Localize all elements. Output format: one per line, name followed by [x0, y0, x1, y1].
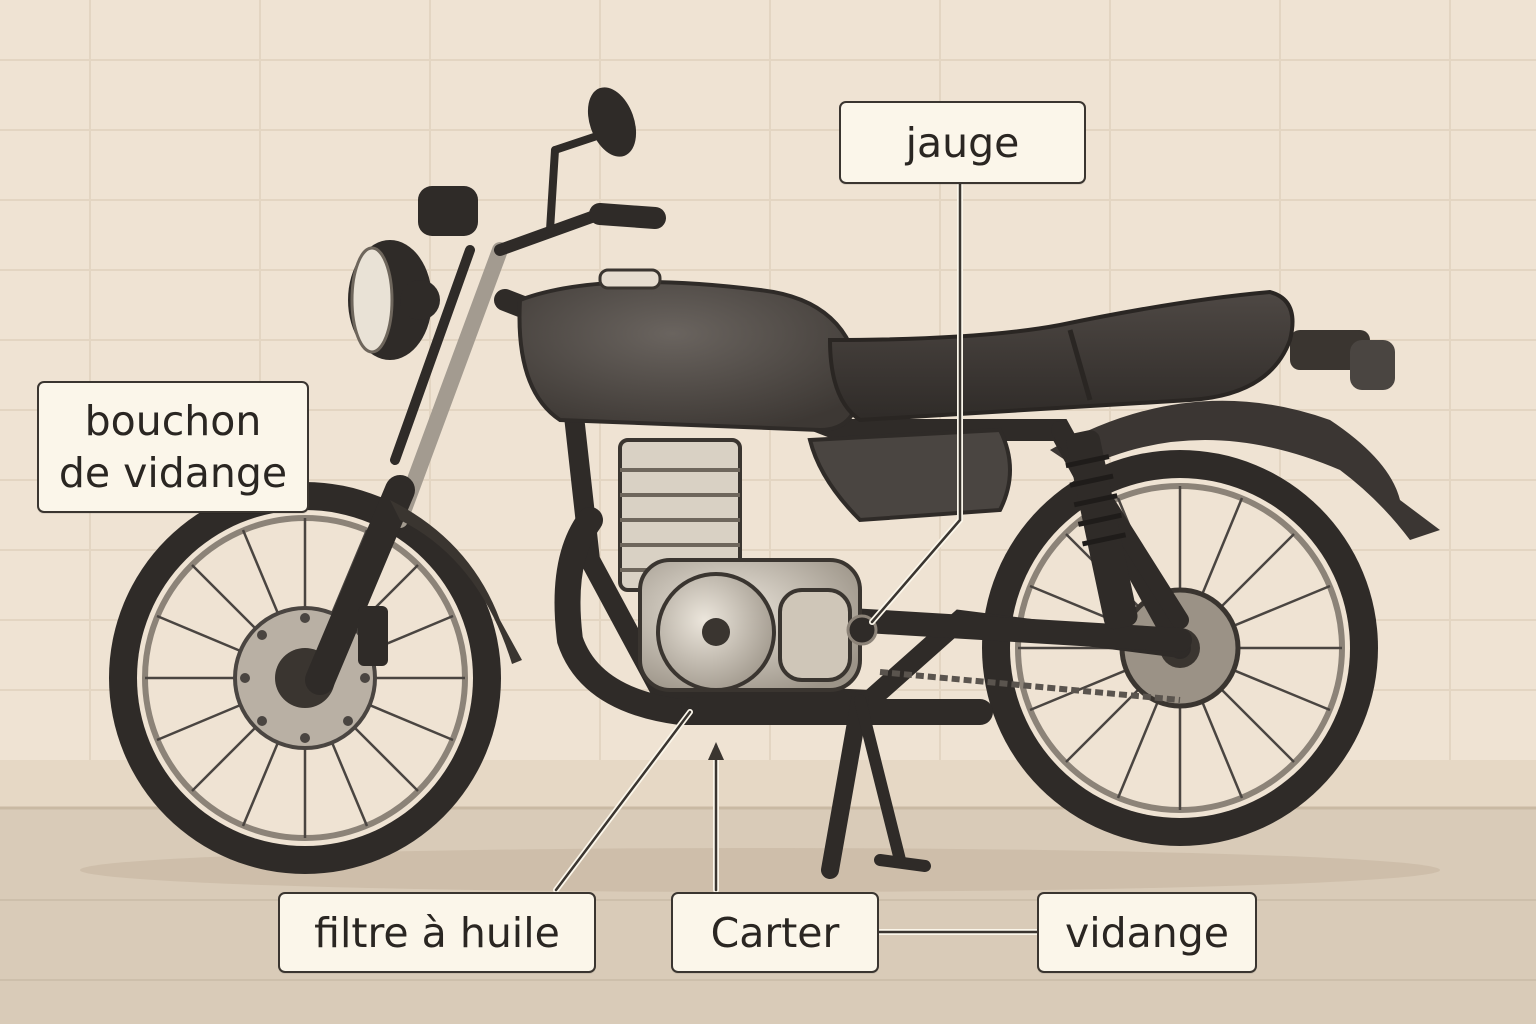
- label-carter: Carter: [671, 892, 879, 973]
- kickstand: [821, 691, 931, 879]
- label-jauge-text: jauge: [905, 118, 1020, 167]
- label-filtre-text: filtre à huile: [314, 908, 560, 957]
- brake-caliper: [358, 606, 388, 666]
- front-fork: [305, 242, 508, 695]
- mirror: [587, 87, 637, 157]
- label-carter-text: Carter: [710, 908, 840, 957]
- label-bouchon-de-vidange: bouchon de vidange: [37, 381, 309, 513]
- label-jauge: jauge: [839, 101, 1086, 184]
- label-vidange-text: vidange: [1064, 908, 1230, 957]
- speedometer: [418, 186, 478, 236]
- headlight: [348, 240, 440, 360]
- leader-line-filtre: [554, 710, 692, 892]
- rear-shock: [1065, 430, 1138, 630]
- front-fender: [390, 500, 522, 664]
- engine: [618, 438, 862, 692]
- label-filtre-a-huile: filtre à huile: [278, 892, 596, 973]
- rear-fender: [1050, 400, 1440, 540]
- leader-line-jauge: [870, 180, 962, 624]
- exhaust-pipe: [554, 507, 993, 725]
- fuel-tank: [517, 280, 863, 433]
- seat: [827, 289, 1295, 423]
- handlebar: [494, 131, 666, 256]
- carter-arrow-head: [708, 742, 724, 760]
- front-wheel: [109, 482, 501, 874]
- label-bouchon-line1: bouchon: [84, 397, 262, 445]
- label-vidange: vidange: [1037, 892, 1257, 973]
- label-bouchon-line2: de vidange: [58, 449, 288, 497]
- chain: [879, 669, 1181, 703]
